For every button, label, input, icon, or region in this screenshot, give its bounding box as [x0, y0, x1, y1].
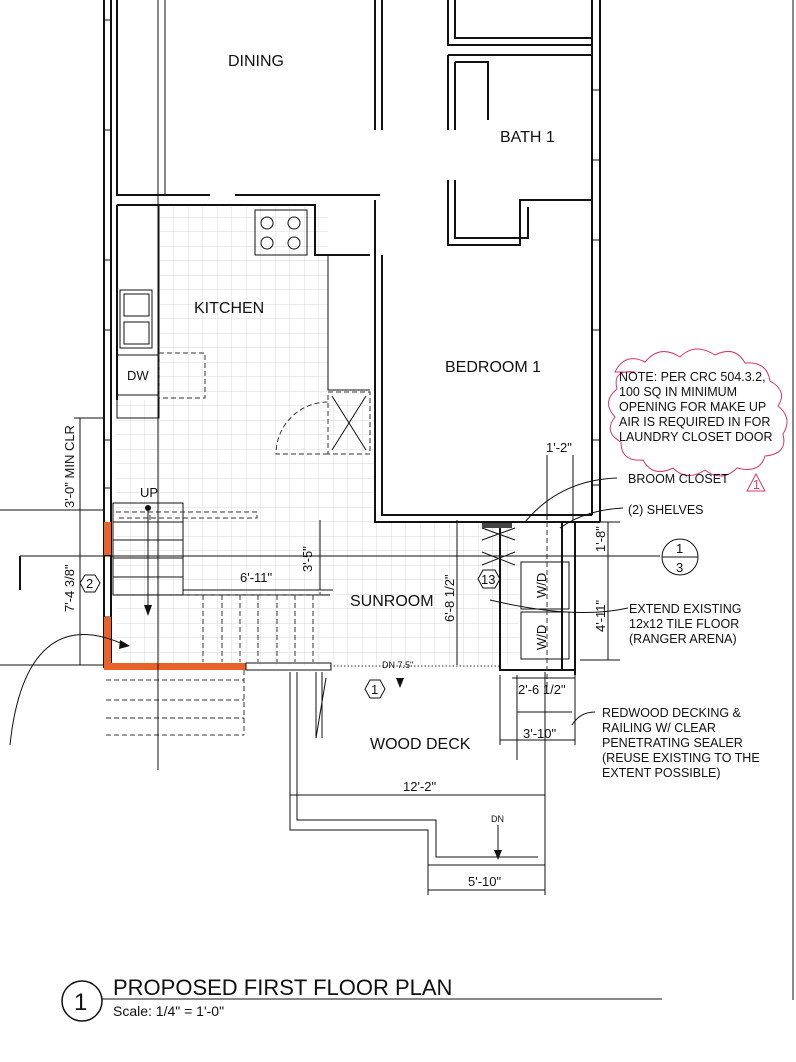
step-down-label: DN 7.5" — [382, 660, 413, 670]
dim-broom-closet: 1'-2" — [546, 440, 572, 455]
dim-stair-length: 7'-4 3/8" — [62, 564, 77, 612]
svg-text:(REUSE EXISTING TO THE: (REUSE EXISTING TO THE — [602, 751, 760, 765]
section-marker: 1 3 — [661, 538, 699, 576]
dim-landing-width: 6'-11" — [240, 570, 273, 585]
svg-text:PENETRATING SEALER: PENETRATING SEALER — [602, 736, 743, 750]
room-label-kitchen: KITCHEN — [194, 300, 264, 317]
laundry-closet — [481, 521, 576, 690]
svg-text:REDWOOD DECKING &: REDWOOD DECKING & — [602, 706, 742, 720]
dim-landing-depth: 3'-5" — [300, 546, 315, 572]
svg-text:13: 13 — [481, 572, 495, 587]
deck-down-label: DN — [491, 814, 504, 824]
svg-text:100 SQ IN MINIMUM: 100 SQ IN MINIMUM — [619, 385, 737, 399]
revision-cloud — [608, 348, 788, 477]
dim-deck-side: 3'-10" — [523, 726, 557, 741]
stairs — [112, 502, 330, 662]
dim-deck-width: 12'-2" — [403, 779, 437, 794]
leader-lines — [489, 477, 629, 726]
dimension-lines — [74, 417, 620, 895]
dim-sunroom-depth: 6'-8 1/2" — [442, 574, 457, 622]
note-shelves: (2) SHELVES — [628, 503, 704, 517]
washer-dryer-label: W/D — [534, 625, 549, 650]
svg-text:1: 1 — [753, 478, 760, 492]
room-label-bedroom: BEDROOM 1 — [445, 359, 541, 376]
dishwasher-label: DW — [127, 368, 149, 383]
hex-tag: 2 — [79, 574, 101, 593]
washer-dryer-label: W/D — [534, 573, 549, 598]
hex-tag: 1 — [364, 679, 386, 699]
title-text: PROPOSED FIRST FLOOR PLAN — [113, 975, 452, 1000]
island — [158, 352, 206, 399]
room-label-bath: BATH 1 — [500, 129, 555, 146]
svg-text:12x12 TILE FLOOR: 12x12 TILE FLOOR — [629, 617, 739, 631]
tile-floor — [116, 400, 374, 665]
cloud-note: NOTE: PER CRC 504.3.2, 100 SQ IN MINIMUM… — [619, 370, 773, 444]
title-tag: 1 — [74, 989, 87, 1016]
title-scale: Scale: 1/4" = 1'-0" — [113, 1003, 224, 1019]
note-broom-closet: BROOM CLOSET — [628, 472, 729, 486]
svg-text:3: 3 — [676, 560, 683, 575]
stair-up-label: UP — [140, 485, 158, 500]
dim-laundry-upper: 1'-8" — [593, 526, 608, 552]
revision-triangle: 1 — [746, 472, 766, 492]
note-tile-floor: EXTEND EXISTING 12x12 TILE FLOOR (RANGER… — [629, 602, 742, 646]
svg-text:EXTENT POSSIBLE): EXTENT POSSIBLE) — [602, 766, 721, 780]
svg-text:OPENING FOR MAKE UP: OPENING FOR MAKE UP — [619, 400, 766, 414]
svg-text:(RANGER ARENA): (RANGER ARENA) — [629, 632, 737, 646]
exterior-wall-left — [103, 0, 112, 668]
dim-laundry-depth: 4'-11" — [593, 599, 608, 632]
dim-laundry-width: 2'-6 1/2" — [518, 682, 566, 697]
drawing-title: 1 PROPOSED FIRST FLOOR PLAN Scale: 1/4" … — [61, 975, 662, 1022]
room-label-sunroom: SUNROOM — [350, 593, 434, 610]
dim-min-clearance: 3'-0" MIN CLR — [62, 425, 77, 508]
demolished-wall — [104, 522, 246, 670]
room-label-dining: DINING — [228, 53, 284, 70]
svg-text:1: 1 — [676, 541, 683, 556]
hex-tag: 13 — [477, 569, 501, 589]
room-label-deck: WOOD DECK — [370, 736, 471, 753]
note-decking: REDWOOD DECKING & RAILING W/ CLEAR PENET… — [602, 706, 760, 780]
svg-text:EXTEND EXISTING: EXTEND EXISTING — [629, 602, 742, 616]
tile-floor — [374, 522, 519, 665]
svg-text:1: 1 — [371, 682, 378, 697]
dim-step-width: 5'-10" — [468, 874, 502, 889]
wood-deck — [106, 670, 546, 866]
svg-text:2: 2 — [86, 576, 93, 591]
counter — [116, 204, 160, 419]
svg-text:RAILING W/ CLEAR: RAILING W/ CLEAR — [602, 721, 716, 735]
sink — [119, 289, 153, 349]
svg-text:AIR IS REQUIRED IN FOR: AIR IS REQUIRED IN FOR — [619, 415, 770, 429]
svg-text:LAUNDRY CLOSET DOOR: LAUNDRY CLOSET DOOR — [619, 430, 773, 444]
stove — [254, 209, 308, 256]
svg-text:NOTE: PER CRC 504.3.2,: NOTE: PER CRC 504.3.2, — [619, 370, 766, 384]
pantry — [275, 391, 371, 455]
